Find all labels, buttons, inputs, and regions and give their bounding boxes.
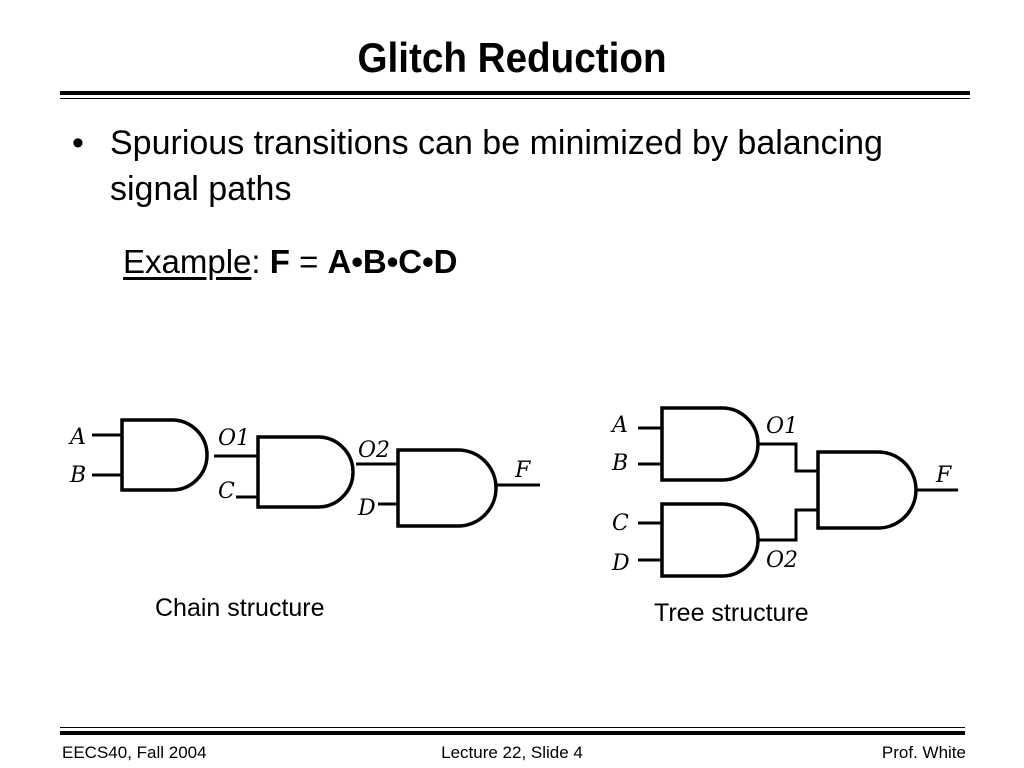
logic-diagrams: A B O1 C O2 D F Chain structure A B O1 C… [68,406,958,627]
example-equals: = [299,243,319,280]
tree-label-f: F [935,463,952,488]
footer-divider-thick [60,731,965,735]
example-line: Example: F = A•B•C•D [123,240,458,284]
tree-caption: Tree structure [654,599,809,627]
tree-and-gate-2 [660,502,760,578]
bullet-marker: • [72,124,84,162]
chain-label-d: D [357,496,376,521]
tree-label-o2: O2 [766,548,798,573]
chain-caption: Chain structure [155,594,325,622]
footer-course: EECS40, Fall 2004 [62,743,207,762]
chain-label-f: F [514,458,531,483]
footer-author: Prof. White [881,743,966,762]
tree-wire-o1 [758,442,818,473]
tree-label-d: D [611,551,630,576]
tree-label-o1: O1 [766,414,798,439]
tree-wire-o2 [758,508,818,542]
tree-label-c: C [612,511,629,536]
chain-label-a: A [68,425,86,450]
slide-title: Glitch Reduction [357,34,667,81]
chain-label-o1: O1 [218,426,250,451]
tree-label-a: A [610,413,628,438]
example-label: Example [123,243,252,280]
tree-structure-diagram: A B O1 C D O2 F Tree structure [610,406,958,627]
footer-slide-number: Lecture 22, Slide 4 [441,743,583,762]
example-rhs: A•B•C•D [327,243,458,280]
chain-label-c: C [218,479,235,504]
bullet-text: Spurious transitions can be minimized by… [110,124,883,208]
bullet-item: • Spurious transitions can be minimized … [72,120,892,212]
chain-structure-diagram: A B O1 C O2 D F Chain structure [68,418,540,622]
chain-label-o2: O2 [358,438,390,463]
example-colon: : [251,243,261,280]
title-divider-thin [60,98,970,99]
tree-label-b: B [611,451,628,476]
title-divider-thick [60,91,970,95]
tree-and-gate-3 [816,450,918,530]
tree-and-gate-1 [660,406,760,482]
chain-label-b: B [69,463,86,488]
chain-and-gate-1 [120,418,209,492]
chain-and-gate-2 [256,435,355,509]
footer-divider-thin [60,727,965,728]
example-lhs: F [269,243,290,280]
chain-and-gate-3 [396,448,498,528]
